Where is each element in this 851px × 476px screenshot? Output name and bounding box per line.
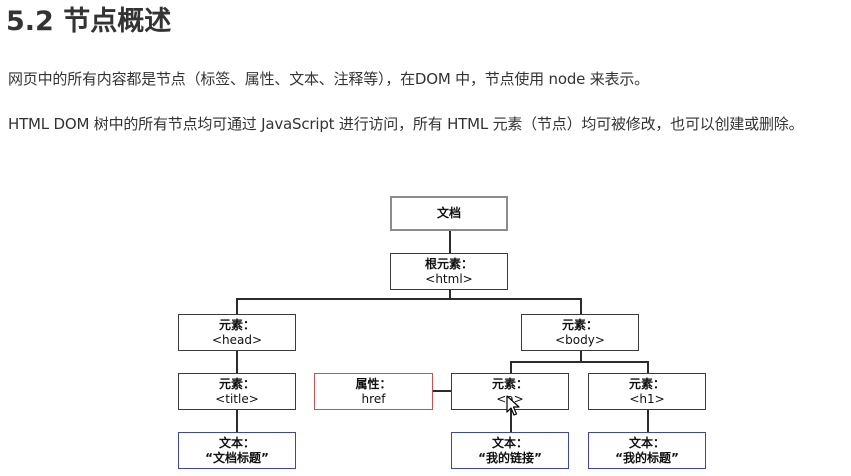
node-kind: 元素： bbox=[628, 376, 665, 391]
h1-node: 元素： <h1> bbox=[588, 373, 706, 410]
node-tag: <html> bbox=[425, 271, 473, 286]
node-tag: <body> bbox=[555, 332, 605, 347]
document-node-label: 文档 bbox=[436, 206, 461, 220]
node-tag: <title> bbox=[215, 391, 259, 406]
connector-line bbox=[580, 298, 582, 315]
connector-line bbox=[449, 230, 451, 254]
title-node: 元素： <title> bbox=[178, 373, 296, 410]
node-tag: href bbox=[361, 391, 386, 406]
connector-line bbox=[236, 409, 238, 433]
html-node: 根元素： <html> bbox=[390, 253, 508, 290]
connector-line bbox=[580, 350, 582, 362]
connector-line bbox=[510, 361, 512, 374]
node-kind: 文本： bbox=[218, 435, 255, 450]
connector-line bbox=[236, 298, 238, 315]
body-node: 元素： <body> bbox=[521, 314, 639, 351]
node-kind: 元素： bbox=[491, 376, 528, 391]
node-kind: 属性： bbox=[355, 376, 392, 391]
href-attribute-node: 属性： href bbox=[314, 373, 433, 410]
node-kind: 文本： bbox=[628, 435, 665, 450]
node-tag: “我的标题” bbox=[615, 450, 679, 465]
node-tag: <h1> bbox=[629, 391, 665, 406]
connector-line bbox=[647, 409, 649, 433]
node-tag: “文档标题” bbox=[205, 450, 269, 465]
connector-line bbox=[449, 289, 451, 299]
node-kind: 元素： bbox=[218, 317, 255, 332]
connector-line bbox=[236, 350, 238, 374]
a-text-node: 文本： “我的链接” bbox=[451, 432, 569, 469]
node-tag: “我的链接” bbox=[478, 450, 542, 465]
connector-line bbox=[510, 361, 648, 363]
node-tag: <head> bbox=[211, 332, 263, 347]
node-kind: 元素： bbox=[218, 376, 255, 391]
title-text-node: 文本： “文档标题” bbox=[178, 432, 296, 469]
connector-line bbox=[236, 298, 581, 300]
document-node: 文档 bbox=[390, 196, 508, 231]
dom-access-paragraph: HTML DOM 树中的所有节点均可通过 JavaScript 进行访问，所有 … bbox=[8, 115, 804, 133]
head-node: 元素： <head> bbox=[178, 314, 296, 351]
node-kind: 文本： bbox=[491, 435, 528, 450]
node-kind: 根元素： bbox=[424, 256, 473, 271]
h1-text-node: 文本： “我的标题” bbox=[588, 432, 706, 469]
connector-line bbox=[432, 390, 452, 392]
intro-paragraph: 网页中的所有内容都是节点（标签、属性、文本、注释等），在DOM 中，节点使用 n… bbox=[8, 70, 649, 88]
section-heading: 5.2 节点概述 bbox=[6, 6, 172, 37]
mouse-cursor-icon bbox=[506, 395, 520, 416]
connector-line bbox=[647, 361, 649, 374]
connector-line bbox=[510, 409, 512, 433]
node-kind: 元素： bbox=[561, 317, 598, 332]
